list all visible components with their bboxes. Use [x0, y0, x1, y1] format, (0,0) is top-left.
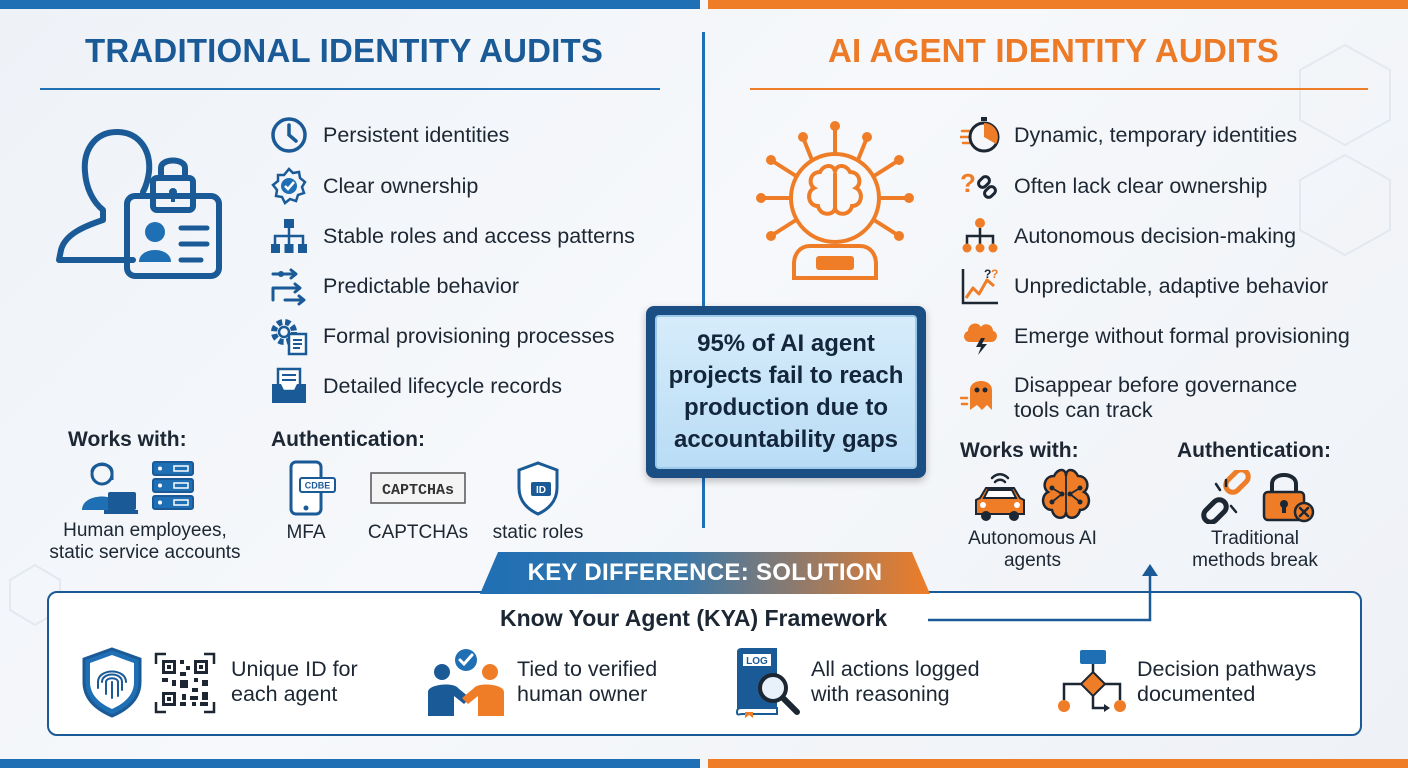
captcha-label: CAPTCHAs: [367, 522, 469, 543]
top-accent-bar-orange: [708, 0, 1408, 9]
badge-icon: [271, 167, 307, 205]
authentication-caption-right: Traditional methods break: [1192, 528, 1318, 571]
branching-icon: [962, 218, 998, 253]
verified-handshake-icon: [428, 649, 504, 716]
statistic-callout-text: 95% of AI agent projects fail to reach p…: [655, 315, 917, 469]
feature-autonomous-decisions: Autonomous decision-making: [960, 216, 1296, 256]
shield-id-text: ID: [536, 485, 546, 496]
autonomous-car-icon: [975, 473, 1025, 521]
statistic-callout-box: 95% of AI agent projects fail to reach p…: [646, 306, 926, 478]
ghost-icon: [960, 381, 992, 410]
gear-document-icon: [271, 319, 308, 356]
kya-item-unique-id: Unique ID for each agent: [231, 657, 358, 706]
feature-label: Unpredictable, adaptive behavior: [1014, 273, 1329, 298]
archive-icon: [272, 367, 306, 403]
log-text: LOG: [746, 656, 768, 667]
feature-unpredictable-behavior: ? ? Unpredictable, adaptive behavior: [960, 266, 1328, 306]
key-difference-banner: KEY DIFFERENCE: SOLUTION: [480, 552, 930, 594]
feature-label: Detailed lifecycle records: [323, 373, 562, 398]
mfa-code-text: CDBE: [305, 481, 331, 491]
connector-arrow: [928, 564, 1158, 622]
svg-text:?: ?: [984, 267, 991, 281]
mfa-label: MFA: [286, 522, 326, 543]
feature-stable-roles: Stable roles and access patterns: [269, 216, 635, 256]
broken-chain-icon: [1201, 470, 1251, 524]
authentication-heading-left: Authentication:: [271, 428, 425, 451]
captcha-image-icon: CAPTCHAs: [370, 472, 466, 504]
feature-label: Persistent identities: [323, 122, 510, 147]
org-chart-icon: [271, 219, 307, 253]
ai-brain-robot-icon: [756, 121, 914, 280]
feature-lifecycle-records: Detailed lifecycle records: [269, 366, 562, 406]
ai-brain-network-icon: [1041, 468, 1091, 519]
feature-label: Stable roles and access patterns: [323, 223, 635, 248]
center-divider: [702, 32, 705, 528]
bottom-accent-bar-blue: [0, 759, 700, 768]
traditional-audits-title: TRADITIONAL IDENTITY AUDITS: [85, 32, 604, 69]
feature-predictable-behavior: Predictable behavior: [269, 266, 519, 306]
static-roles-label: static roles: [492, 522, 584, 543]
stopwatch-icon: [960, 117, 1000, 153]
feature-label: Often lack clear ownership: [1014, 173, 1268, 198]
top-accent-bar-blue: [0, 0, 700, 9]
feature-dynamic-identities: Dynamic, temporary identities: [960, 115, 1297, 155]
storm-cloud-icon: [964, 323, 997, 355]
fingerprint-shield-icon: [82, 647, 142, 718]
captcha-text: CAPTCHAs: [382, 482, 454, 499]
ai-agent-audits-title: AI AGENT IDENTITY AUDITS: [828, 32, 1279, 69]
chart-question-icon: ? ?: [961, 267, 998, 305]
feature-lack-ownership: ? Often lack clear ownership: [960, 166, 1267, 206]
works-with-caption-left: Human employees, static service accounts: [49, 520, 241, 563]
question-link-icon: ?: [960, 168, 997, 199]
feature-label: Predictable behavior: [323, 273, 520, 298]
kya-item-decision-pathways: Decision pathways documented: [1137, 657, 1317, 706]
decision-flowchart-icon: [1058, 650, 1126, 712]
authentication-heading-right: Authentication:: [1177, 439, 1331, 462]
kya-framework-panel: [47, 591, 1362, 736]
feature-label: Autonomous decision-making: [1014, 223, 1297, 248]
works-with-caption-right: Autonomous AI agents: [968, 528, 1097, 571]
lock-error-icon: [1262, 473, 1315, 523]
works-with-heading-left: Works with:: [68, 428, 187, 451]
kya-item-human-owner: Tied to verified human owner: [517, 657, 658, 706]
right-heading-rule: [750, 88, 1368, 90]
hexagon-pattern-decoration: [1299, 43, 1391, 257]
kya-item-actions-logged: All actions logged with reasoning: [811, 657, 980, 706]
feature-label: Dynamic, temporary identities: [1014, 122, 1298, 147]
svg-text:?: ?: [991, 267, 998, 281]
svg-text:?: ?: [960, 168, 976, 198]
clock-icon: [271, 117, 307, 153]
feature-clear-ownership: Clear ownership: [269, 166, 478, 206]
mfa-phone-icon: CDBE: [289, 460, 336, 516]
feature-persistent-identities: Persistent identities: [269, 115, 509, 155]
person-id-card-icon: [56, 129, 222, 279]
feature-label: Emerge without formal provisioning: [1014, 323, 1350, 348]
works-with-heading-right: Works with:: [960, 439, 1079, 462]
bottom-accent-bar-orange: [708, 759, 1408, 768]
kya-framework-title: Know Your Agent (KYA) Framework: [500, 605, 888, 631]
feature-label: Formal provisioning processes: [323, 323, 615, 348]
feature-emerge-without-provisioning: Emerge without formal provisioning: [960, 316, 1350, 356]
feature-disappear-before-governance: Disappear before governance tools can tr…: [960, 372, 1297, 423]
feature-formal-provisioning: Formal provisioning processes: [269, 316, 615, 356]
hexagon-pattern-decoration-left: [9, 563, 61, 627]
server-rack-icon: [152, 461, 194, 510]
log-book-magnifier-icon: LOG: [735, 648, 800, 718]
employee-laptop-icon: [82, 462, 138, 514]
left-heading-rule: [40, 88, 660, 90]
feature-label: Clear ownership: [323, 173, 479, 198]
arrows-icon: [271, 268, 306, 306]
feature-label: Disappear before governance tools can tr…: [1014, 373, 1298, 422]
qr-code-icon: [154, 652, 216, 714]
shield-id-icon: ID: [517, 461, 559, 516]
